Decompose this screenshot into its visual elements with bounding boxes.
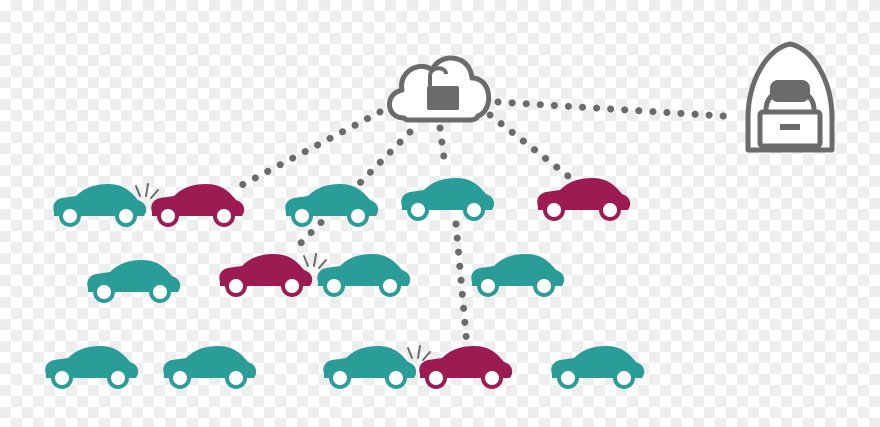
wheel xyxy=(463,199,485,221)
wheel xyxy=(107,367,129,389)
car-r2-4-car-icon xyxy=(471,254,565,297)
car-r2-2-compromised-car-icon xyxy=(219,254,313,297)
car-fleet xyxy=(45,178,645,389)
link-cloud-to-car-r1-3-region xyxy=(436,124,449,169)
wheel xyxy=(379,275,401,297)
car-r1-5-compromised-car-icon xyxy=(537,178,631,221)
wheel xyxy=(93,281,115,303)
wheel xyxy=(169,367,191,389)
wheel xyxy=(213,205,235,227)
wheel xyxy=(385,367,407,389)
car-r3-4-compromised-car-icon xyxy=(419,346,513,389)
link-cloud-to-car-r1-5 xyxy=(486,111,572,180)
car-r2-3-car-icon xyxy=(317,254,411,297)
wheel xyxy=(225,275,247,297)
spark-icon-r3 xyxy=(407,345,431,361)
car-r3-3-car-icon xyxy=(323,346,417,389)
wheel xyxy=(613,367,635,389)
wheel xyxy=(51,367,73,389)
car-r1-3-car-icon xyxy=(285,184,379,227)
hooded-hacker-icon xyxy=(745,41,835,153)
wheel xyxy=(115,205,137,227)
link-cloud-to-car-r3-4 xyxy=(452,220,471,350)
wheel xyxy=(225,367,247,389)
wheel xyxy=(557,367,579,389)
wheel xyxy=(329,367,351,389)
wheel xyxy=(323,275,345,297)
link-cloud-to-attacker xyxy=(494,98,728,120)
wheel xyxy=(291,205,313,227)
link-cloud-to-car-r1-2 xyxy=(236,108,384,190)
collision-sparks xyxy=(135,183,431,361)
wheel xyxy=(149,281,171,303)
car-r3-1-car-icon xyxy=(45,346,139,389)
car-r1-2-compromised-car-icon xyxy=(151,184,245,227)
car-r3-2-car-icon xyxy=(163,346,257,389)
cloud-unlocked-icon xyxy=(387,55,492,123)
wheel xyxy=(425,367,447,389)
car-r1-1-car-icon xyxy=(53,184,147,227)
wheel xyxy=(533,275,555,297)
car-r3-5-car-icon xyxy=(551,346,645,389)
wheel xyxy=(407,199,429,221)
wheel xyxy=(281,275,303,297)
car-r1-4-car-icon xyxy=(401,178,495,221)
wheel xyxy=(599,199,621,221)
wheel xyxy=(59,205,81,227)
wheel xyxy=(157,205,179,227)
connection-lines xyxy=(236,98,728,350)
wheel xyxy=(543,199,565,221)
spark-icon-r2 xyxy=(303,253,327,269)
car-r2-1-car-icon xyxy=(87,260,181,303)
wheel xyxy=(477,275,499,297)
wheel xyxy=(347,205,369,227)
spark-icon-r1 xyxy=(135,183,159,199)
wheel xyxy=(481,367,503,389)
